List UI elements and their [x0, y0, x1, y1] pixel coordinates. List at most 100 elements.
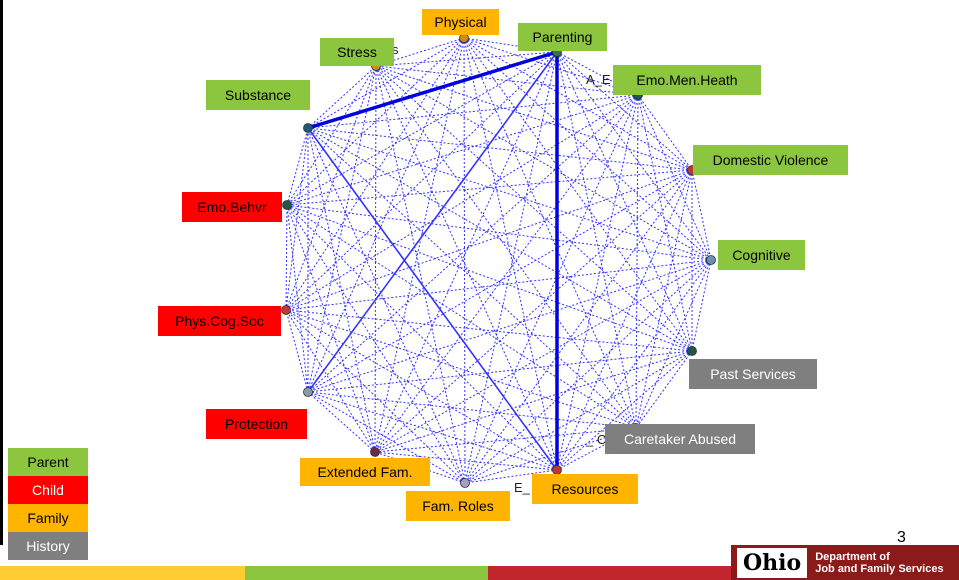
- edge-extended_fam-stress: [374, 65, 377, 453]
- edge-cognitive-fam_roles: [464, 259, 712, 484]
- edge-physical-caretaker_abused: [463, 37, 637, 429]
- node-label-caretaker-abused: Caretaker Abused: [605, 424, 755, 454]
- edge-past_services-resources: [556, 350, 693, 471]
- node-label-substance: Substance: [206, 80, 310, 110]
- ohio-logo-department: Department of Job and Family Services: [815, 551, 943, 575]
- edge-cognitive-stress: [375, 65, 712, 261]
- edge-parenting-past_services: [556, 51, 693, 352]
- node-label-emo-behvr: Emo.Behvr: [182, 192, 282, 222]
- node-label-cognitive: Cognitive: [718, 240, 805, 270]
- edge-domestic_violence-protection: [307, 169, 693, 393]
- edge-cognitive-extended_fam: [374, 259, 712, 453]
- edge-past_services-protection: [307, 350, 693, 393]
- edge-protection-stress: [307, 65, 377, 393]
- left-border-rule: [0, 0, 3, 545]
- edge-extended_fam-protection: [307, 391, 376, 453]
- edge-emo_men_heath-substance: [307, 94, 639, 129]
- edge-physical-extended_fam: [374, 37, 465, 453]
- edge-resources-stress: [375, 65, 558, 471]
- edge-physical-cognitive: [463, 37, 712, 261]
- node-dot-substance: [303, 123, 313, 133]
- edge-medium-parenting-protection: [307, 51, 558, 393]
- footer-band-yellow: [0, 566, 245, 580]
- node-dot-cognitive: [706, 255, 716, 265]
- node-dot-extended_fam: [370, 447, 380, 457]
- legend-history: History: [8, 532, 88, 560]
- edge-phys_cog_soc-emo_behvr: [285, 204, 288, 311]
- edge-parenting-phys_cog_soc: [285, 51, 558, 311]
- edge-physical-resources: [463, 37, 558, 471]
- node-label-domestic-violence: Domestic Violence: [693, 145, 848, 175]
- ohio-logo-line2: Job and Family Services: [815, 562, 944, 575]
- node-label-parenting: Parenting: [518, 23, 607, 51]
- ohio-logo-word: Ohio: [737, 547, 808, 578]
- node-label-stress: Stress: [320, 38, 394, 66]
- edge-medium-substance-resources: [307, 127, 558, 471]
- node-dot-past_services: [687, 346, 697, 356]
- node-dot-protection: [303, 387, 313, 397]
- edge-resources-emo_behvr: [286, 204, 558, 471]
- edge-parenting-caretaker_abused: [556, 51, 637, 429]
- edge-caretaker_abused-emo_behvr: [286, 204, 637, 429]
- edge-fam_roles-substance: [307, 127, 466, 484]
- edge-fam_roles-stress: [375, 65, 466, 484]
- node-dot-emo_behvr: [282, 200, 292, 210]
- edge-cognitive-protection: [307, 259, 712, 393]
- edge-parenting-extended_fam: [374, 51, 558, 453]
- edge-parenting-cognitive: [556, 51, 712, 261]
- edge-emo_men_heath-caretaker_abused: [635, 94, 639, 429]
- edge-caretaker_abused-substance: [307, 127, 637, 429]
- footer-band-red: [488, 566, 731, 580]
- stray-text-caretaker-prefix: _ C: [586, 432, 607, 447]
- edge-emo_behvr-stress: [286, 65, 377, 206]
- edge-fam_roles-emo_behvr: [286, 204, 466, 484]
- node-label-past-services: Past Services: [689, 359, 817, 389]
- ohio-logo-line1: Department of: [815, 550, 890, 563]
- node-label-emo-men-heath: Emo.Men.Heath: [613, 65, 761, 95]
- edge-domestic_violence-caretaker_abused: [635, 169, 693, 429]
- edge-resources-phys_cog_soc: [285, 309, 558, 471]
- edge-phys_cog_soc-substance: [285, 127, 309, 311]
- edge-caretaker_abused-phys_cog_soc: [285, 309, 637, 429]
- node-label-extended-fam: Extended Fam.: [300, 458, 430, 486]
- edge-domestic_violence-phys_cog_soc: [285, 169, 693, 311]
- edge-domestic_violence-stress: [375, 65, 693, 171]
- edge-parenting-domestic_violence: [556, 51, 693, 171]
- node-label-fam-roles: Fam. Roles: [406, 491, 510, 521]
- node-label-resources: Resources: [532, 474, 638, 504]
- edge-domestic_violence-extended_fam: [374, 169, 693, 453]
- edge-domestic_violence-substance: [307, 127, 693, 171]
- legend-child: Child: [8, 476, 88, 504]
- node-label-physical: Physical: [422, 9, 499, 35]
- node-label-protection: Protection: [206, 409, 307, 439]
- edge-cognitive-caretaker_abused: [635, 259, 712, 429]
- edge-cognitive-past_services: [691, 259, 712, 352]
- edge-emo_men_heath-domestic_violence: [637, 94, 693, 171]
- ohio-jfs-logo: Ohio Department of Job and Family Servic…: [731, 545, 959, 580]
- edge-physical-phys_cog_soc: [285, 37, 465, 311]
- edge-past_services-stress: [375, 65, 693, 352]
- edge-parenting-emo_behvr: [286, 51, 558, 206]
- edge-physical-fam_roles: [463, 37, 466, 484]
- legend-family: Family: [8, 504, 88, 532]
- edge-strong-parenting-substance: [307, 50, 558, 130]
- edge-domestic_violence-resources: [556, 169, 693, 471]
- edge-substance-stress: [307, 65, 377, 129]
- edge-cognitive-resources: [556, 259, 712, 471]
- edge-resources-extended_fam: [374, 451, 558, 471]
- edge-past_services-fam_roles: [464, 350, 693, 484]
- edge-extended_fam-substance: [307, 127, 376, 453]
- edge-protection-emo_behvr: [286, 204, 309, 393]
- edge-emo_men_heath-phys_cog_soc: [285, 94, 639, 311]
- page-number: 3: [897, 529, 906, 546]
- stray-text-resources-prefix: E_: [514, 480, 530, 495]
- edge-cognitive-phys_cog_soc: [285, 259, 712, 311]
- edge-cognitive-emo_behvr: [286, 204, 712, 261]
- stray-text-emo-prefix: A_E: [586, 72, 611, 87]
- node-dot-phys_cog_soc: [281, 305, 291, 315]
- edge-protection-phys_cog_soc: [285, 309, 309, 393]
- edge-resources-protection: [307, 391, 558, 471]
- edge-past_services-extended_fam: [374, 350, 693, 453]
- edge-past_services-emo_behvr: [286, 204, 693, 352]
